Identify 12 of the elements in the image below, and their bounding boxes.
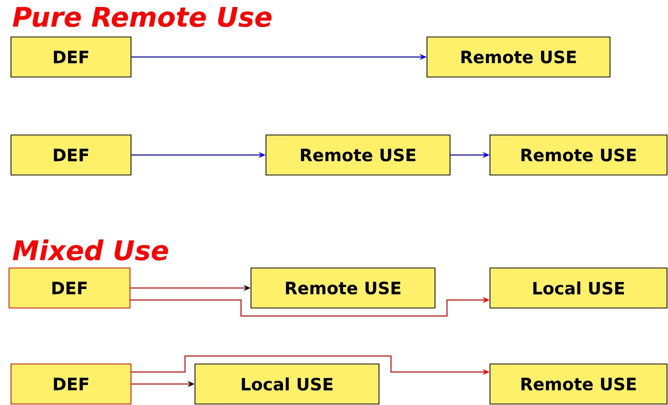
box: Local USE [194,364,380,404]
box: Remote USE [426,36,610,78]
box: Remote USE [490,134,668,176]
box: DEF [10,36,132,78]
box: DEF [10,364,132,404]
box: DEF [8,268,130,308]
box: Remote USE [250,268,436,308]
box: DEF [10,134,132,176]
box: Remote USE [266,134,450,176]
heading: Mixed Use [12,240,168,260]
box: Local USE [490,268,668,308]
box: Remote USE [490,364,668,404]
